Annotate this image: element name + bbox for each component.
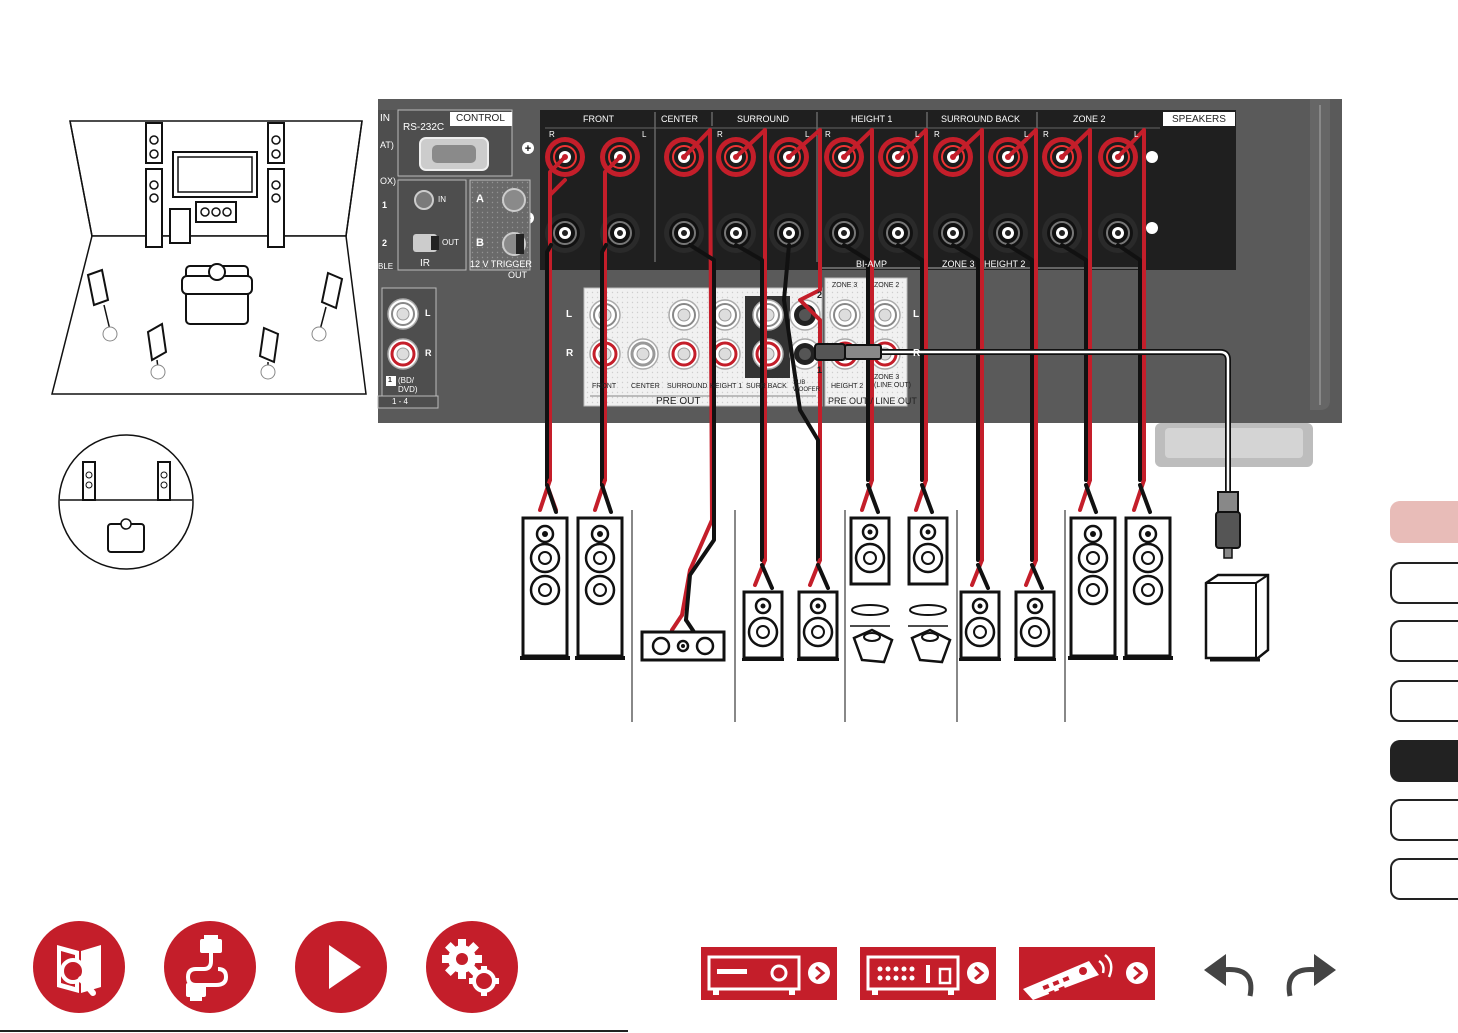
biamp-label: BI-AMP [856,259,888,269]
zoneout-l-label: L [913,309,920,320]
preout-surround-label: SURROUND [667,383,708,390]
trigger-label: 12 V TRIGGER [470,259,532,269]
in-1-label: 1 [382,200,388,210]
ch-l-2: L [805,130,810,139]
side-tab-3[interactable] [1390,620,1458,662]
ch-l-1: L [642,130,647,139]
group-surround-back-label: SURROUND BACK [941,114,1021,124]
group-separators [631,510,1066,722]
settings-gear-icon[interactable] [426,921,518,1013]
front-panel-button[interactable] [701,947,837,1000]
side-tab-6[interactable] [1390,799,1458,841]
ch-r-3: R [825,130,831,139]
ch-l-5: L [1134,130,1139,139]
play-icon[interactable] [295,921,387,1013]
height2-label: HEIGHT 2 [984,259,1026,269]
preout-center-label: CENTER [631,383,660,390]
in-ble-label: BLE [378,262,394,271]
preout-l-label: L [566,309,573,320]
preout-subwoofer-label: SUB WOOFER [793,380,820,393]
group-center-label: CENTER [661,114,699,124]
speaker-cables [538,128,1152,634]
cable-connection-icon[interactable] [164,921,256,1013]
group-front-label: FRONT [583,114,614,124]
speakers-title: SPEAKERS [1172,114,1226,125]
analog-r-label: R [425,348,432,358]
in-sat-label: AT) [380,140,394,150]
side-tab-5-active[interactable] [1390,740,1458,782]
preout-front-label: FRONT [592,383,617,390]
preout-surrback-label: SURR BACK [746,383,787,390]
control-label: CONTROL [456,113,505,124]
analog-range-label: 1 - 4 [392,397,409,406]
side-tab-2[interactable] [1390,562,1458,604]
ch-l-4: L [1024,130,1029,139]
zoneout-zone3-sub-label: ZONE 3 (LINE OUT) [874,374,911,389]
subwoofer-cable [814,343,1241,559]
group-zone2-label: ZONE 2 [1073,114,1106,124]
zoneout-zone2-label: ZONE 2 [874,282,900,289]
back-arrow-icon[interactable] [1200,948,1264,1000]
ch-r-2: R [717,130,723,139]
rear-panel-button[interactable] [860,947,996,1000]
zone2-room-illustration [58,434,194,570]
forward-arrow-icon[interactable] [1276,948,1340,1000]
in-box-label: OX) [380,176,397,186]
ch-r-1: R [549,130,555,139]
manual-search-icon[interactable] [33,921,125,1013]
remote-control-button[interactable] [1019,947,1155,1000]
bottom-rule [0,1030,628,1032]
analog-num-label: 1 [388,377,392,384]
zoneout-r-label: R [913,348,921,359]
ch-r-4: R [934,130,940,139]
side-tab-4[interactable] [1390,680,1458,722]
trigger-a-label: A [476,193,484,205]
analog-l-label: L [425,308,431,318]
ch-l-3: L [915,130,920,139]
preout-r-label: R [566,348,574,359]
in-2-label: 2 [382,238,388,248]
receiver-rear-panel: + − [377,99,1342,467]
trigger-b-label: B [476,237,484,249]
preout-height1-label: HEIGHT 1 [710,383,743,390]
zoneout-height2-label: HEIGHT 2 [831,383,864,390]
sub-num-1: 1 [817,365,823,375]
ir-out-label: OUT [442,238,459,247]
speakers [518,516,1270,664]
trigger-out-label: OUT [508,270,527,280]
analog-name-label: (BD/ DVD) [398,376,418,394]
rs232c-label: RS-232C [403,122,445,133]
in-label: IN [380,113,390,124]
side-tab-1[interactable] [1390,501,1458,543]
svg-text:+: + [525,143,531,155]
group-height1-label: HEIGHT 1 [851,114,893,124]
zoneout-zone3-label: ZONE 3 [832,282,858,289]
group-surround-label: SURROUND [737,114,790,124]
sub-num-2: 2 [817,290,823,300]
room-layout-illustration [51,120,367,395]
zone3-label: ZONE 3 [942,259,975,269]
preout-title: PRE OUT [656,396,701,407]
ch-r-5: R [1043,130,1049,139]
zoneout-title: PRE OUT / LINE OUT [828,396,917,406]
ir-in-label: IN [438,195,446,204]
ir-label: IR [420,258,430,269]
side-tab-7[interactable] [1390,858,1458,900]
